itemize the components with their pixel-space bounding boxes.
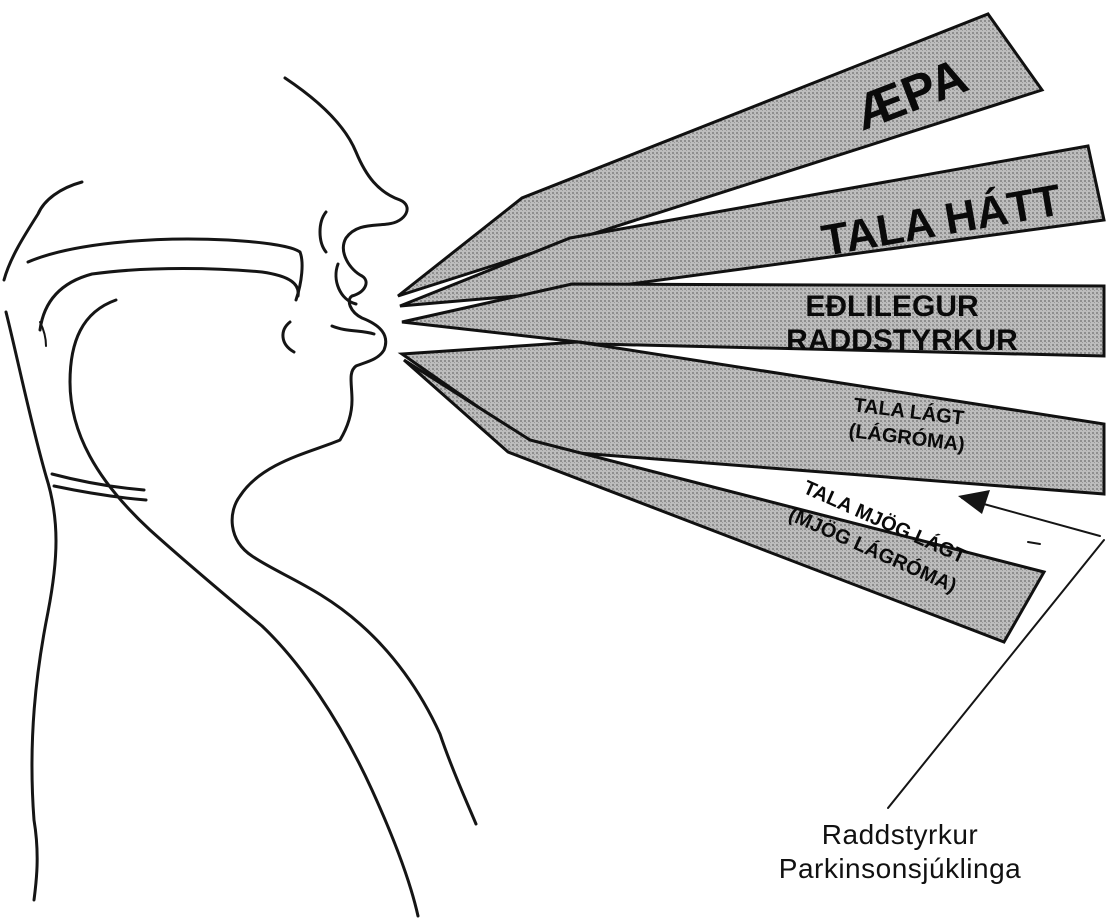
mouth-line — [332, 326, 374, 334]
back-of-neck-line — [6, 312, 56, 900]
minor-tick — [1028, 542, 1040, 544]
label-edlilegur-line1: EÐLILEGUR — [805, 290, 979, 323]
caption-line-1: Raddstyrkur — [700, 818, 1100, 852]
tongue-line — [283, 322, 294, 352]
caption: Raddstyrkur Parkinsonsjúklinga — [700, 818, 1100, 886]
ear-mark — [40, 322, 46, 346]
pharynx-line — [70, 300, 418, 916]
label-edlilegur-line2: RADDSTYRKUR — [786, 324, 1018, 357]
arrow-head-icon — [958, 490, 990, 514]
face-profile-line — [232, 78, 476, 824]
nostril-line — [320, 212, 326, 252]
back-of-head-line — [4, 182, 82, 280]
palate-line — [40, 269, 298, 331]
beam-tala-lagt-shape — [402, 342, 1104, 494]
head-profile-drawing — [4, 78, 476, 916]
caption-line-2: Parkinsonsjúklinga — [700, 852, 1100, 886]
